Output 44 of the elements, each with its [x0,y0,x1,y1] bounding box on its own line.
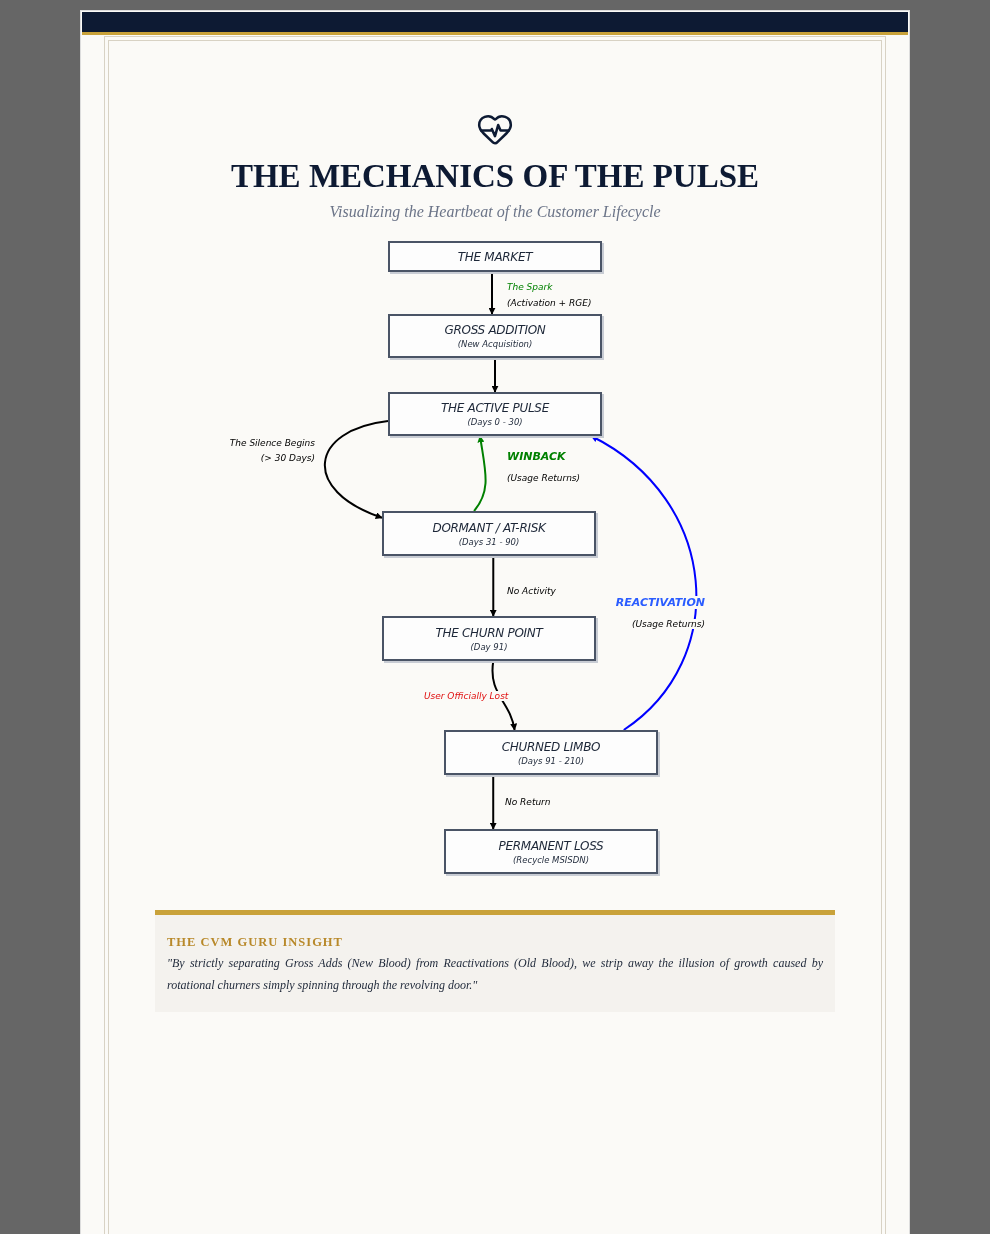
insight-panel [155,910,835,1012]
arrow [324,420,389,519]
box-title: DORMANT / AT-RISK [432,520,546,535]
edge-label: WINBACK [507,450,566,463]
arrow [489,774,497,830]
process-box [382,616,596,661]
process-box [382,511,596,556]
edge-note: (Usage Returns) [507,473,581,483]
process-box [444,730,658,775]
subtitle: Visualizing the Heartbeat of the Customer Lifecycle [328,203,662,221]
arrow [590,435,697,731]
edge-label: No Activity [507,586,556,596]
insight-quote: "By strictly separating Gross Adds (New Blood) from Reactivations (Old Blood), we strip away the illusion of growth caused by rotational churners simply spinning through the revolving door." [167,955,823,994]
edge-note: (Activation + RGE) [507,298,592,308]
arrow [473,435,487,512]
edge-note: (Usage Returns) [631,619,705,629]
edge-label: The Silence Begins [229,438,315,448]
edge-label: The Spark [507,282,553,292]
process-box [388,314,602,358]
box-title: GROSS ADDITION [444,323,546,337]
arrow [491,660,517,731]
arrow [489,555,497,617]
box-subtitle: (Days 91 - 210) [517,755,585,766]
arrow [488,271,496,315]
title: THE MECHANICS OF THE PULSE [229,158,761,195]
box-subtitle: (Days 0 - 30) [467,417,523,427]
box-title: THE CHURN POINT [435,625,543,640]
edge-note: (> 30 Days) [260,453,315,463]
process-box [444,829,658,874]
box-title: THE MARKET [457,249,533,264]
insight-heading: THE CVM GURU INSIGHT [167,935,344,950]
box-subtitle: (Day 91) [470,641,508,652]
edge-label: No Return [505,797,551,807]
box-subtitle: (New Acquisition) [457,339,533,349]
box-title: CHURNED LIMBO [501,739,601,754]
process-box [388,241,602,272]
edge-label: User Officially Lost [424,691,509,701]
process-box [388,392,602,436]
box-title: PERMANENT LOSS [498,838,604,853]
box-title: THE ACTIVE PULSE [441,401,549,415]
box-subtitle: (Recycle MSISDN) [513,854,589,865]
arrow [491,357,499,393]
edge-label: REACTIVATION [615,596,705,609]
box-subtitle: (Days 31 - 90) [458,536,520,547]
